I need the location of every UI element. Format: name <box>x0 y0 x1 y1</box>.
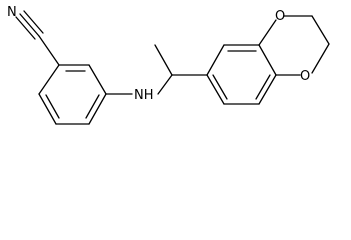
nitrile-nitrogen-label: N <box>7 5 17 20</box>
molecule-structure: N NH O O <box>7 5 330 125</box>
benzodioxane-aromatic-ring <box>206 44 277 105</box>
nitrile-group: N <box>7 5 60 66</box>
benzonitrile-ring <box>38 64 107 125</box>
amine-nh-label: NH <box>134 88 154 103</box>
amine-linker: NH <box>105 44 208 103</box>
dioxane-oxygen-top-label: O <box>275 9 285 24</box>
dioxane-oxygen-bottom-label: O <box>300 69 310 84</box>
dioxane-ring: O O <box>258 9 330 84</box>
